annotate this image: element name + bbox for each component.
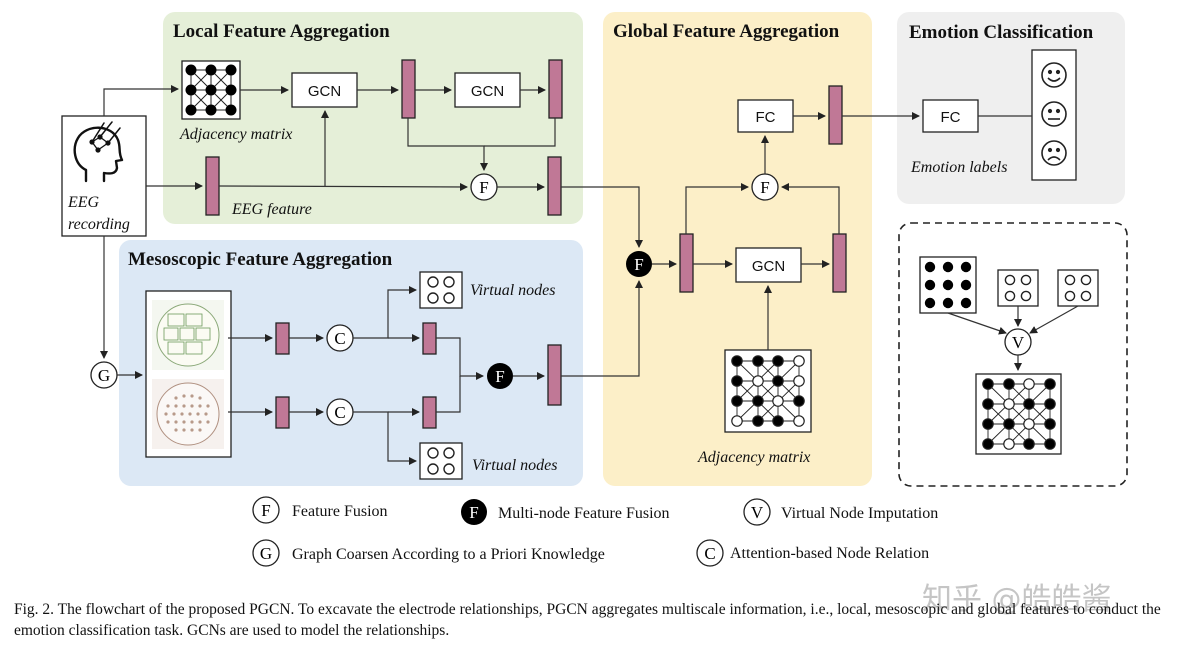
attention-operator-1-label: C [334, 329, 345, 348]
local-panel [163, 12, 583, 224]
local-adjacency-matrix-label: Adjacency matrix [179, 126, 292, 143]
gcn-global-label: GCN [752, 258, 785, 275]
legend-virtual-symbol [743, 498, 771, 526]
virtual-nodes-bottom-label: Virtual nodes [472, 457, 557, 474]
local-fusion-operator-label: F [479, 178, 488, 197]
fc-global-box [737, 99, 794, 133]
legend: F Feature Fusion F Multi-node Feature Fu… [252, 496, 938, 567]
legend-fusion-text: Feature Fusion [292, 503, 388, 520]
legend-coarsen-symbol-label: G [260, 544, 272, 563]
legend-coarsen-text: Graph Coarsen According to a Priori Know… [292, 546, 605, 563]
meso-panel [119, 240, 583, 486]
legend-attention-symbol [696, 539, 724, 567]
inset-virtual-nodes-icon-2 [1057, 269, 1099, 307]
meso-feature-bar-4 [422, 396, 437, 429]
virtual-nodes-top-dots [427, 276, 455, 304]
global-wires [561, 112, 840, 377]
global-gcn-feature-bar [832, 233, 847, 293]
head-icon [73, 121, 124, 183]
sad-face-icon [1041, 140, 1067, 166]
local-panel-title: Local Feature Aggregation [173, 21, 390, 42]
eeg-feature-label: EEG feature [231, 201, 312, 218]
global-adjacency-graph [731, 355, 805, 427]
legend-fusion-symbol-label: F [261, 501, 270, 520]
happy-face-icon [1041, 62, 1067, 88]
local-output-feature-bar [547, 156, 562, 216]
legend-attention-symbol-label: C [704, 544, 715, 563]
legend-multinode-symbol [461, 499, 487, 525]
legend-fusion-symbol [252, 496, 280, 524]
global-fusion-operator-label: F [760, 178, 769, 197]
local-feature-bar-2 [548, 59, 563, 119]
virtual-nodes-top-label: Virtual nodes [470, 282, 555, 299]
fc-emotion-box [922, 99, 979, 133]
inset-wires [947, 305, 1079, 371]
meso-wires [100, 236, 545, 465]
gcn-global-box [735, 247, 802, 283]
gcn-local-1-label: GCN [308, 83, 341, 100]
fc-emotion-label: FC [941, 109, 961, 126]
local-feature-bar-1 [401, 59, 416, 119]
gcn-local-1-box [291, 72, 358, 108]
legend-virtual-symbol-label: V [751, 503, 764, 522]
eeg-recording-label-line1: EEG [67, 194, 100, 211]
legend-attention-text: Attention-based Node Relation [730, 545, 929, 562]
brain-map-electrodes-image [152, 379, 224, 449]
global-multinode-fusion-operator [626, 251, 652, 277]
global-panel-title: Global Feature Aggregation [613, 21, 840, 42]
meso-feature-bar-2 [275, 396, 290, 429]
meso-feature-bar-1 [275, 322, 290, 355]
global-multinode-fusion-label: F [634, 255, 643, 274]
inset-virtual-nodes-dots-1 [1004, 274, 1032, 302]
legend-virtual-text: Virtual Node Imputation [781, 505, 938, 522]
legend-coarsen-symbol [252, 539, 280, 567]
emotion-labels-label: Emotion labels [910, 159, 1007, 176]
gcn-local-2-label: GCN [471, 83, 504, 100]
watermark: 知乎 @皓皓酱 [922, 582, 1112, 617]
emotion-panel-title: Emotion Classification [909, 22, 1094, 43]
neutral-face-icon [1041, 101, 1067, 127]
virtual-nodes-icon-top [419, 271, 463, 309]
fc-global-label: FC [756, 109, 776, 126]
global-input-feature-bar [679, 233, 694, 293]
global-output-feature-bar [828, 85, 843, 145]
inset-imputed-graph [982, 378, 1056, 450]
inset-virtual-nodes-icon-1 [997, 269, 1039, 307]
brain-map-regions-image [152, 300, 224, 370]
inset-virtual-nodes-dots-2 [1064, 274, 1092, 302]
local-adjacency-graph [185, 64, 237, 116]
meso-feature-bar-3 [422, 322, 437, 355]
meso-multinode-fusion-label: F [495, 367, 504, 386]
local-wires [103, 85, 556, 191]
inset-full-nodes-dots [924, 261, 972, 309]
meso-multinode-fusion-operator [487, 363, 513, 389]
attention-operator-2-label: C [334, 403, 345, 422]
pgcn-flowchart: Local Feature Aggregation Mesoscopic Fea… [61, 12, 1128, 567]
eeg-feature-bar [205, 156, 220, 216]
virtual-imputation-operator-label: V [1012, 333, 1025, 352]
legend-multinode-text: Multi-node Feature Fusion [498, 505, 670, 522]
virtual-nodes-bottom-dots [427, 447, 455, 475]
coarsen-operator-label: G [98, 366, 110, 385]
meso-output-feature-bar [547, 344, 562, 406]
virtual-nodes-icon-bottom [419, 442, 463, 480]
legend-multinode-symbol-label: F [469, 503, 478, 522]
meso-panel-title: Mesoscopic Feature Aggregation [128, 249, 393, 270]
eeg-recording-label-line2: recording [68, 216, 130, 233]
figure-caption: Fig. 2. The flowchart of the proposed PG… [14, 601, 1161, 639]
global-adjacency-matrix-label: Adjacency matrix [697, 449, 810, 466]
emotion-labels-box [1031, 49, 1077, 181]
